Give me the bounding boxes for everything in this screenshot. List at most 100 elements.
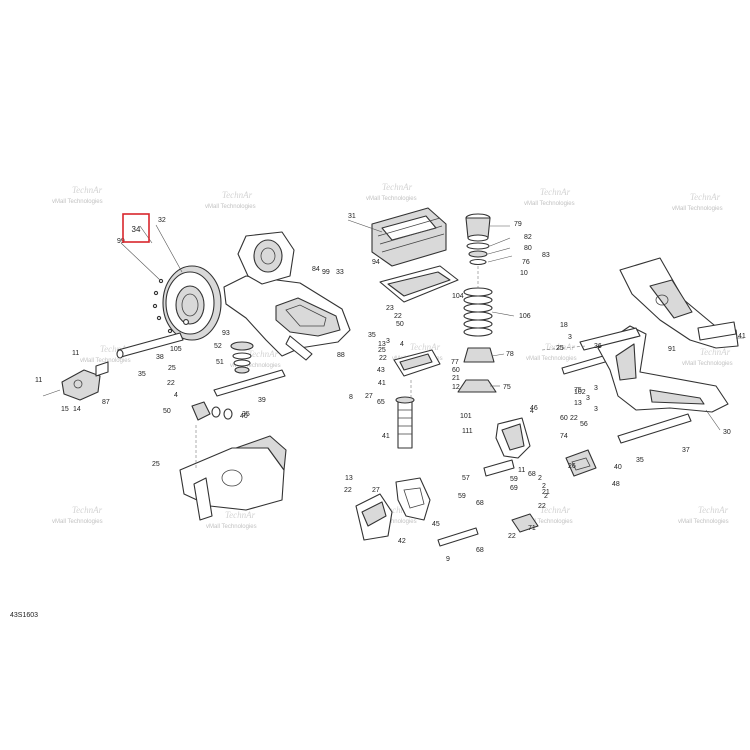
callout-number: 25 — [152, 461, 160, 468]
watermark-logo: TechnAr — [698, 505, 729, 515]
seal-ring-83 — [469, 258, 487, 266]
callout-number: 41 — [382, 433, 390, 440]
callout-number: 2 — [538, 475, 542, 482]
watermark-logo: TechnAr — [384, 505, 415, 515]
callout-number: 35 — [242, 411, 250, 418]
callout-number: 32 — [158, 217, 166, 224]
a-frame-30 — [597, 325, 729, 413]
callout-number: 25 — [168, 365, 176, 372]
assembly-guides — [195, 266, 587, 470]
watermark-text: vMall Technologies — [52, 199, 103, 205]
highlight-frame — [122, 213, 150, 243]
callout-number: 59 — [458, 493, 466, 500]
callout-number: 3 — [386, 338, 390, 345]
bellows-52 — [230, 341, 254, 374]
shock-absorber — [395, 396, 415, 449]
callout-number: 30 — [723, 429, 731, 436]
bushing-50 — [191, 401, 211, 421]
watermark-logo: TechnAr — [382, 182, 413, 192]
watermark-logo: TechnAr — [700, 347, 731, 357]
callout-number: 27 — [365, 393, 373, 400]
callout-number: 87 — [102, 399, 110, 406]
bracket-87 — [42, 361, 109, 401]
callout-number: 35 — [368, 332, 376, 339]
callout-number: 68 — [528, 471, 536, 478]
callout-number: 76 — [522, 259, 530, 266]
callout-number: 13 — [345, 475, 353, 482]
leader-lines — [120, 219, 744, 431]
watermark-text: vMall Technologies — [682, 361, 733, 367]
callout-number: 36 — [594, 343, 602, 350]
bracket-42 — [355, 493, 393, 541]
seal-ring-82 — [466, 242, 490, 250]
callout-number: 99 — [322, 269, 330, 276]
flange-ring — [162, 265, 222, 341]
callout-number: 22 — [508, 533, 516, 540]
callout-number: 3 — [568, 334, 572, 341]
document-id: 43S1603 — [10, 612, 38, 619]
callout-number: 46 — [530, 405, 538, 412]
callout-number: 11 — [72, 350, 79, 357]
trailing-arm-41 — [619, 257, 739, 349]
highlight-box-part-34[interactable]: 34 — [122, 213, 150, 243]
watermark-logo: TechnAr — [540, 187, 571, 197]
watermark-text: vMall Technologies — [672, 206, 723, 212]
a-frame-link — [579, 327, 641, 351]
callout-number: 4 — [174, 392, 178, 399]
callout-number: 38 — [156, 354, 164, 361]
callout-number: 8 — [349, 394, 353, 401]
callout-number: 59 — [510, 476, 518, 483]
callout-number: 10 — [520, 270, 528, 277]
axle-shaft-37 — [617, 413, 692, 444]
callout-number: 52 — [214, 343, 222, 350]
watermark-text: vMall Technologies — [678, 519, 729, 525]
callout-number: 21 — [542, 489, 550, 496]
mount-casting-89 — [179, 435, 287, 521]
callout-number: 60 — [560, 415, 568, 422]
callout-number: 22 — [379, 355, 387, 362]
bracket-45 — [395, 477, 431, 521]
coil-spring-106 — [463, 287, 493, 337]
callout-number: 40 — [614, 464, 622, 471]
callout-number: 31 — [348, 213, 356, 220]
callout-number: 39 — [258, 397, 266, 404]
highlight-label: 34 — [132, 225, 141, 234]
callout-number: 22 — [538, 503, 546, 510]
watermark-text: vMall Technologies — [522, 519, 573, 525]
axle-shaft-39 — [213, 369, 286, 397]
boot-78 — [463, 347, 495, 363]
link-rod-68 — [437, 527, 479, 547]
callout-number: 77 — [451, 359, 459, 366]
callout-number: 22 — [570, 415, 578, 422]
watermark-logo: TechnAr — [222, 190, 253, 200]
callout-number: 71 — [528, 525, 536, 532]
callout-number: 91 — [668, 346, 676, 353]
callout-number: 3 — [586, 395, 590, 402]
seal-ring-80 — [468, 250, 488, 258]
bracket-46 — [495, 417, 531, 459]
watermark-logo: TechnAr — [225, 510, 256, 520]
callout-number: 11 — [35, 377, 42, 384]
callout-number: 2 — [542, 483, 546, 490]
link-arm-59 — [483, 459, 515, 477]
callout-number: 42 — [398, 538, 406, 545]
seal-cup-79 — [465, 213, 491, 242]
callout-number: 22 — [167, 380, 175, 387]
callout-number: 27 — [372, 487, 380, 494]
callout-number: 93 — [222, 330, 230, 337]
clamp-71 — [511, 513, 539, 533]
watermark-logo: TechnAr — [690, 192, 721, 202]
callout-number: 37 — [682, 447, 690, 454]
callout-number: 65 — [377, 399, 385, 406]
callout-number: 3 — [594, 385, 598, 392]
callout-number: 94 — [372, 259, 380, 266]
callout-number: 22 — [344, 487, 352, 494]
callout-number: 105 — [170, 346, 182, 353]
watermark-logo: TechnAr — [540, 505, 571, 515]
watermark-text: vMall Technologies — [52, 519, 103, 525]
callout-number: 104 — [452, 293, 464, 300]
callout-number: 51 — [216, 359, 224, 366]
callout-number: 83 — [542, 252, 550, 259]
callout-number: 13 — [378, 341, 386, 348]
